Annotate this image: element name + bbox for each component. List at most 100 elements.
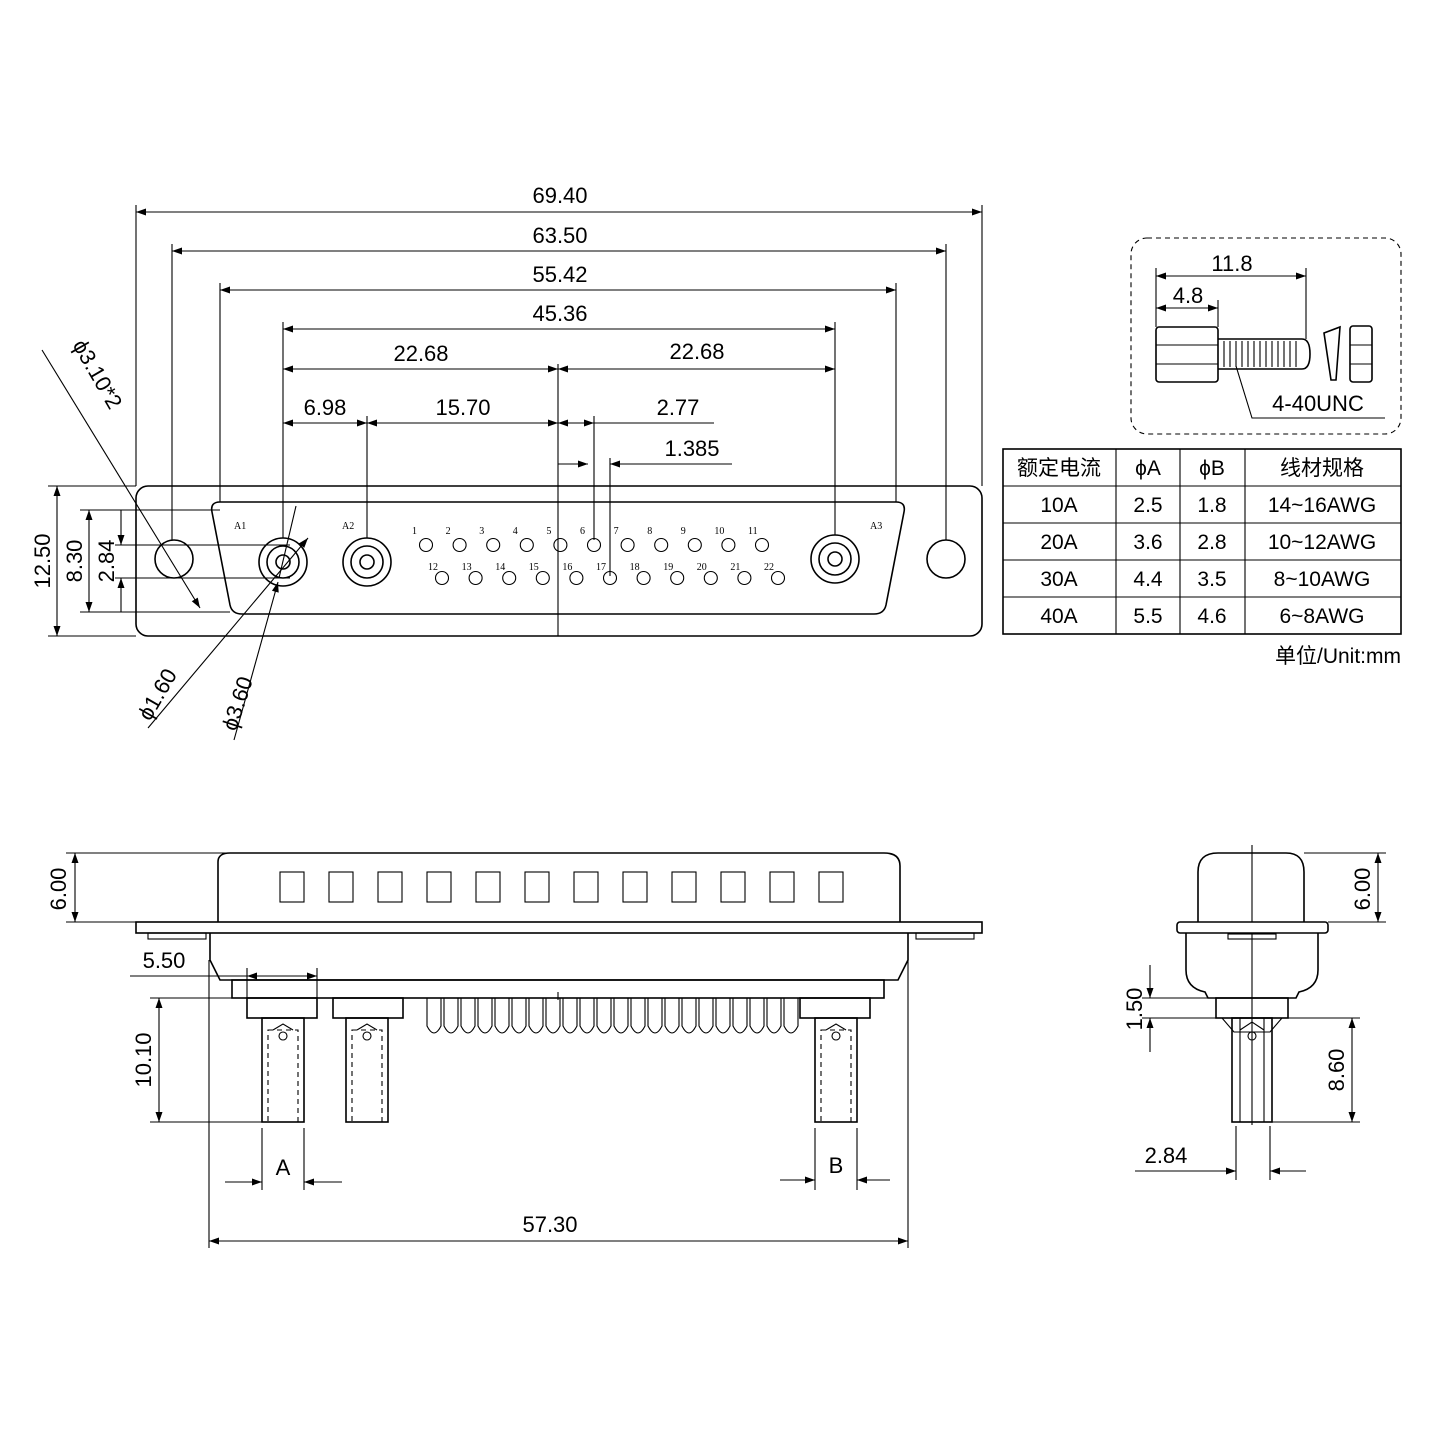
pin-number: 12 xyxy=(428,562,438,573)
signal-pin-tail xyxy=(647,998,663,1034)
table-header-phi-a: ϕA xyxy=(1135,457,1161,480)
table-cell: 4.6 xyxy=(1197,605,1226,628)
vent-slot xyxy=(573,871,599,903)
d-shell-outline xyxy=(210,501,906,615)
pin-number: 11 xyxy=(748,526,758,537)
signal-pin-tail xyxy=(681,998,697,1034)
vent-slot xyxy=(769,871,795,903)
vent-slot xyxy=(475,871,501,903)
vent-slot xyxy=(818,871,844,903)
dim-57-30: 57.30 xyxy=(522,1212,577,1237)
vent-slot xyxy=(524,871,550,903)
table-cell: 40A xyxy=(1040,605,1077,628)
vent-slot xyxy=(426,871,452,903)
vent-slot xyxy=(622,871,648,903)
vent-slot xyxy=(279,871,305,903)
signal-pin xyxy=(737,570,752,586)
table-header-current: 额定电流 xyxy=(1017,457,1101,480)
dim-63-50: 63.50 xyxy=(532,223,587,248)
screw-detail: 11.8 4.8 4-40UNC xyxy=(1130,237,1402,435)
signal-pin xyxy=(770,570,786,586)
pin-number: 9 xyxy=(681,526,686,537)
signal-pin-tail xyxy=(494,998,510,1034)
signal-pin xyxy=(754,537,770,553)
dim-5-50: 5.50 xyxy=(143,948,186,973)
signal-pin xyxy=(452,537,467,553)
signal-pin-tail xyxy=(749,998,765,1034)
contact-label-a3: A3 xyxy=(870,521,882,532)
table-cell: 6~8AWG xyxy=(1279,605,1364,628)
dim-15-70: 15.70 xyxy=(435,395,490,420)
dim-22-68-right: 22.68 xyxy=(669,339,724,364)
table-cell: 8~10AWG xyxy=(1274,568,1371,591)
vent-slot xyxy=(377,871,403,903)
power-contact-a1 xyxy=(258,537,308,587)
signal-pin-tail xyxy=(579,998,595,1034)
table-cell: 10~12AWG xyxy=(1268,531,1376,554)
pin-number: 17 xyxy=(596,562,606,573)
signal-pin xyxy=(535,570,550,586)
signal-pin-tail xyxy=(477,998,493,1034)
dim-dia-1-60: ϕ1.60 xyxy=(133,664,182,724)
dim-69-40: 69.40 xyxy=(532,183,587,208)
dim-front-6-00: 6.00 xyxy=(46,868,71,911)
power-contact-a3 xyxy=(810,534,860,584)
dim-dia-3-60: ϕ3.60 xyxy=(217,673,258,733)
signal-pin xyxy=(553,537,568,553)
spec-table: 额定电流 ϕA ϕB 线材规格 10A 2.5 1.8 14~16AWG 20A… xyxy=(1002,448,1402,668)
table-cell: 5.5 xyxy=(1133,605,1162,628)
dim-12-50: 12.50 xyxy=(30,533,55,588)
pin-number: 14 xyxy=(495,562,505,573)
dim-2-84: 2.84 xyxy=(94,540,119,583)
signal-pin xyxy=(502,570,517,586)
signal-pin-tail xyxy=(732,998,748,1034)
front-view: 6.00 5.50 10.10 A B 57.30 xyxy=(46,852,983,1248)
pin-number: 18 xyxy=(630,562,640,573)
table-cell: 2.5 xyxy=(1133,494,1162,517)
dim-55-42: 55.42 xyxy=(532,262,587,287)
signal-pin xyxy=(636,570,651,586)
contact-label-a1: A1 xyxy=(234,521,246,532)
signal-pin-tail xyxy=(596,998,612,1034)
pin-number: 20 xyxy=(697,562,707,573)
pin-number: 15 xyxy=(529,562,539,573)
dim-dia-3-10: ϕ3.10*2 xyxy=(68,335,128,413)
power-pin-a2 xyxy=(332,997,404,1123)
table-cell: 20A xyxy=(1040,531,1077,554)
vent-slot xyxy=(328,871,354,903)
pin-number: 1 xyxy=(412,526,417,537)
signal-pin-tail xyxy=(715,998,731,1034)
label-a: A xyxy=(276,1155,291,1180)
thread-label: 4-40UNC xyxy=(1272,391,1364,416)
table-cell: 1.8 xyxy=(1197,494,1226,517)
dim-6-98: 6.98 xyxy=(304,395,347,420)
pin-number: 6 xyxy=(580,526,585,537)
dim-1-385: 1.385 xyxy=(664,436,719,461)
dim-8-60: 8.60 xyxy=(1324,1049,1349,1092)
dim-4-8: 4.8 xyxy=(1173,283,1204,308)
signal-pin-tail xyxy=(562,998,578,1034)
dim-2-77: 2.77 xyxy=(657,395,700,420)
dim-45-36: 45.36 xyxy=(532,301,587,326)
dim-8-30: 8.30 xyxy=(62,540,87,583)
table-cell: 14~16AWG xyxy=(1268,494,1376,517)
flange-outline xyxy=(135,485,983,637)
signal-pin xyxy=(519,537,534,553)
vent-slot xyxy=(671,871,697,903)
pin-number: 3 xyxy=(479,526,484,537)
table-cell: 3.5 xyxy=(1197,568,1226,591)
table-cell: 4.4 xyxy=(1133,568,1163,591)
table-cell: 30A xyxy=(1040,568,1077,591)
table-cell: 3.6 xyxy=(1133,531,1162,554)
signal-pin-tail xyxy=(630,998,646,1034)
signal-pin xyxy=(620,537,635,553)
dim-22-68-left: 22.68 xyxy=(393,341,448,366)
signal-pin xyxy=(468,570,483,586)
signal-pin-tail xyxy=(613,998,629,1034)
signal-pin-tail xyxy=(426,998,442,1034)
vent-slot xyxy=(720,871,746,903)
signal-pin xyxy=(569,570,584,586)
power-pin-a3 xyxy=(799,997,871,1123)
